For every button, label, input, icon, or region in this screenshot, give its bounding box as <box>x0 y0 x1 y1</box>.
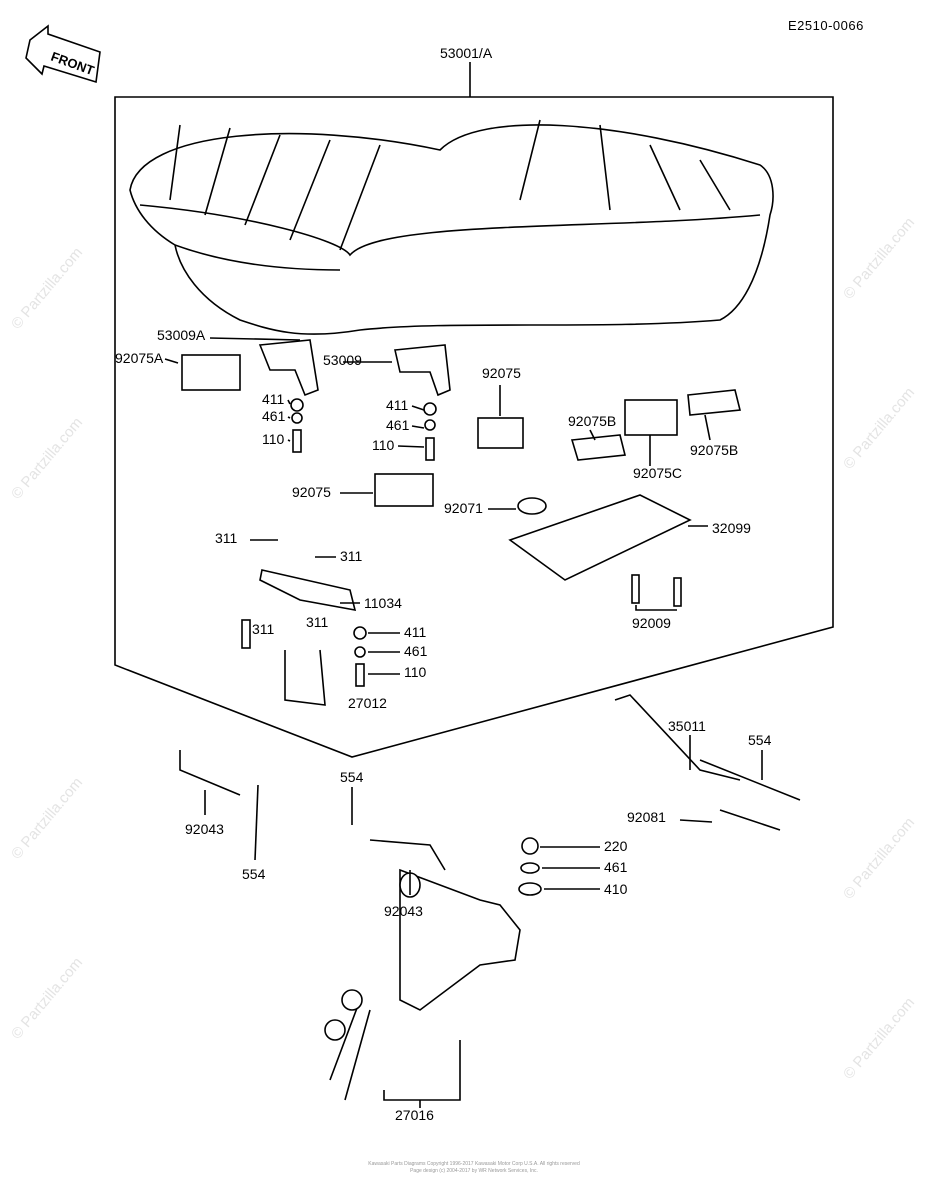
tray-32099 <box>508 494 692 581</box>
part-number-label: 110 <box>404 664 427 680</box>
watermark: © Partzilla.com <box>8 414 86 502</box>
leader-line <box>635 605 677 611</box>
part-number-label: 92081 <box>627 809 666 825</box>
leader-line <box>164 358 179 364</box>
part-number-label: 92043 <box>384 903 423 919</box>
part-number-label: 92075 <box>482 365 521 381</box>
diagram-code: E2510-0066 <box>788 18 864 33</box>
keys-icon <box>329 999 371 1101</box>
watermark: © Partzilla.com <box>8 774 86 862</box>
footer-copyright: Kawasaki Parts Diagrams Copyright 1996-2… <box>368 1161 580 1167</box>
part-number-label: 92075B <box>690 442 738 458</box>
pin-92043 <box>179 750 241 796</box>
rubber-92075A <box>181 354 241 391</box>
part-number-label: 311 <box>215 530 238 546</box>
leader-line <box>704 414 711 441</box>
seat-assembly-frame <box>114 62 834 758</box>
grommet-92071 <box>517 497 547 515</box>
leader-line <box>411 405 425 411</box>
part-number-label: 53009 <box>323 352 362 368</box>
part-number-label: 461 <box>386 417 410 433</box>
part-number-label: 27012 <box>348 695 387 711</box>
part-number-label: 461 <box>404 643 428 659</box>
bracket-53009A <box>258 339 319 397</box>
part-number-label: 311 <box>252 621 275 637</box>
watermark: © Partzilla.com <box>840 814 918 902</box>
part-number-label: 110 <box>372 437 395 453</box>
footer-page-design: Page design (c) 2004-2017 by WR Network … <box>410 1168 538 1174</box>
part-number-label: 410 <box>604 881 628 897</box>
watermark: © Partzilla.com <box>8 244 86 332</box>
part-number-label: 92075A <box>115 350 164 366</box>
part-number-label: 35011 <box>668 718 706 734</box>
pin-92043-b <box>369 839 446 871</box>
part-number-label: 11034 <box>364 595 402 611</box>
leader-line <box>287 439 291 442</box>
watermark: © Partzilla.com <box>840 214 918 302</box>
part-number-label: 311 <box>340 548 363 564</box>
leader-line <box>287 399 291 405</box>
part-number-label: 27016 <box>395 1107 434 1123</box>
part-number-label: 92071 <box>444 500 483 516</box>
seat-illustration <box>129 124 774 335</box>
part-number-label: 92009 <box>632 615 671 631</box>
lock-27016 <box>399 868 521 1011</box>
leader-line <box>209 337 301 341</box>
part-number-label: 411 <box>262 391 285 407</box>
rubber-92075 <box>477 417 524 449</box>
part-number-label: 92075C <box>633 465 682 481</box>
leader-line <box>679 819 713 823</box>
part-number-label: 554 <box>748 732 772 748</box>
part-number-label: 461 <box>604 859 628 875</box>
bracket-53009 <box>394 344 451 397</box>
part-number-label: 311 <box>306 614 329 630</box>
leader-line <box>589 429 596 441</box>
front-arrow-icon: FRONT <box>25 24 101 84</box>
bracket-11034 <box>259 569 357 612</box>
part-number-label: 554 <box>242 866 266 882</box>
watermark: © Partzilla.com <box>840 384 918 472</box>
rubber-92075C <box>624 399 678 436</box>
plate-92075B <box>570 434 626 461</box>
leader-line <box>287 416 291 419</box>
rubber-92075-lower <box>374 473 434 507</box>
part-number-label: 32099 <box>712 520 751 536</box>
part-number-label: 411 <box>386 397 409 413</box>
part-number-label: 411 <box>404 624 427 640</box>
part-number-label: 92043 <box>185 821 224 837</box>
leader-line <box>254 784 259 861</box>
part-number-label: 220 <box>604 838 628 854</box>
watermark: © Partzilla.com <box>840 994 918 1082</box>
ubolt-27012 <box>284 649 326 706</box>
part-number-label: 92075 <box>292 484 331 500</box>
part-number-label: 92075B <box>568 413 616 429</box>
leader-line <box>397 445 425 448</box>
watermark: © Partzilla.com <box>8 954 86 1042</box>
part-number-label: 110 <box>262 431 285 447</box>
part-number-label: 53009A <box>157 327 206 343</box>
leader-line <box>411 425 425 429</box>
part-number-label: 53001/A <box>440 45 493 61</box>
part-number-label: 554 <box>340 769 364 785</box>
rod-35011 <box>614 694 741 781</box>
part-number-label: 461 <box>262 408 286 424</box>
plate-92075B-right <box>687 389 742 416</box>
